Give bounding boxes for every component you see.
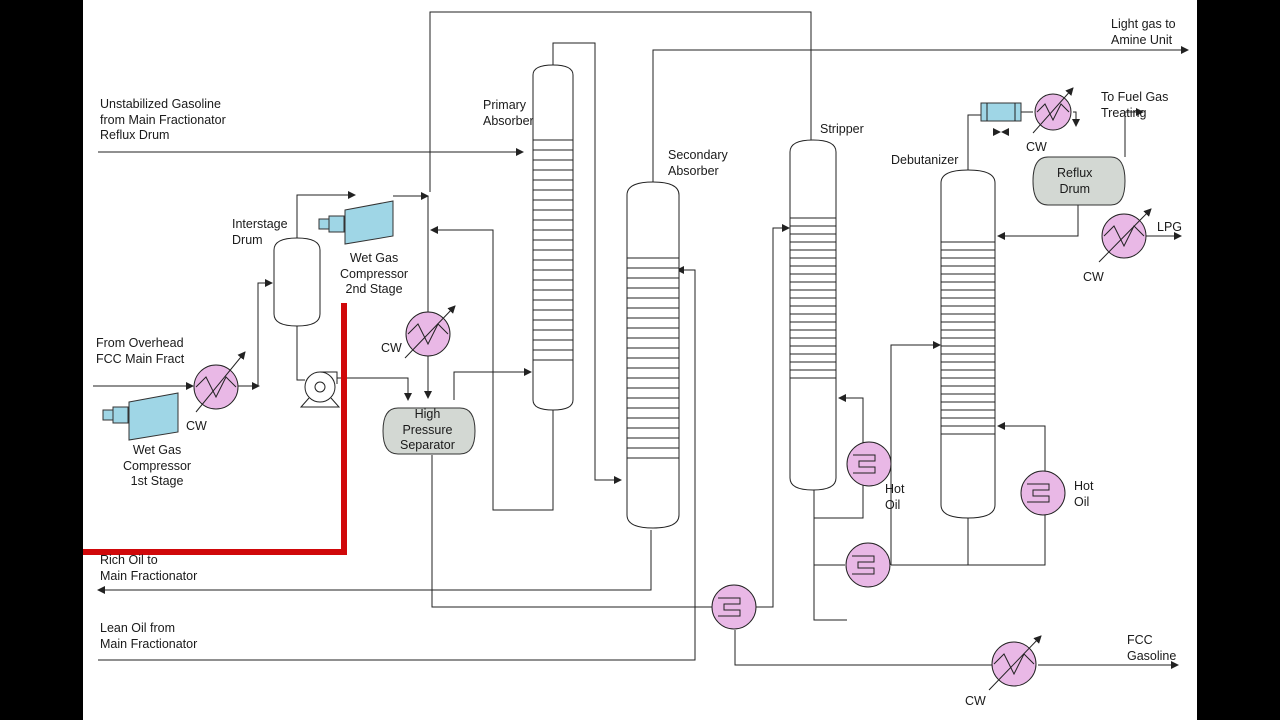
label-compressor-2: Wet Gas Compressor 2nd Stage [340, 251, 409, 296]
secondary-absorber-trays [627, 257, 679, 459]
label-debutanizer: Debutanizer [891, 153, 959, 167]
debutanizer-trays [941, 241, 995, 435]
label-primary-absorber: Primary Absorber [483, 98, 534, 128]
primary-absorber-column [532, 64, 574, 411]
label-fuel-gas: To Fuel Gas Treating [1101, 90, 1169, 120]
label-light-gas: Light gas to Amine Unit [1111, 17, 1176, 47]
wet-gas-compressor-1-icon [102, 392, 179, 441]
label-hot-oil-stripper: Hot Oil [885, 482, 905, 512]
label-cw-overhead: CW [1026, 140, 1047, 154]
pump-icon [299, 371, 341, 408]
label-cw-gasoline: CW [965, 694, 986, 708]
debutanizer-column [940, 169, 996, 519]
label-from-overhead: From Overhead FCC Main Fract [96, 336, 185, 366]
exchanger-lpg-cw-icon [1098, 208, 1152, 263]
exchanger-stripper-reboiler-icon [846, 441, 892, 487]
label-lpg: LPG [1157, 220, 1183, 234]
process-flow-diagram [83, 11, 1189, 691]
label-unstabilized-gasoline: Unstabilized Gasoline from Main Fraction… [100, 97, 226, 142]
interstage-drum-vessel [273, 237, 321, 327]
vessels [273, 64, 1126, 529]
equipment [102, 200, 394, 441]
stripper-column [789, 139, 837, 491]
label-reflux-drum: Reflux Drum [1057, 166, 1093, 196]
exchanger-comp1-icon [193, 351, 246, 413]
label-lean-oil: Lean Oil from Main Fractionator [100, 621, 198, 651]
stripper-trays [790, 217, 836, 379]
label-rich-oil: Rich Oil to Main Fractionator [100, 553, 198, 583]
label-interstage-drum: Interstage Drum [232, 217, 288, 247]
piping [93, 11, 1189, 669]
exchanger-feed-bottoms-icon [845, 542, 891, 588]
reflux-drum-vessel [1032, 156, 1126, 206]
label-cw-compressor-2: CW [381, 341, 402, 355]
label-compressor-1: Wet Gas Compressor 1st Stage [123, 443, 192, 488]
label-hp-separator: High Pressure Separator [400, 407, 455, 452]
label-hot-oil-debutanizer: Hot Oil [1074, 479, 1094, 509]
label-cw-lpg: CW [1083, 270, 1104, 284]
wet-gas-compressor-2-icon [318, 200, 394, 245]
diagram-canvas: Light gas to Amine Unit Unstabilized Gas… [83, 0, 1197, 720]
highlight-bracket [83, 192, 347, 555]
hp-separator-vessel [382, 407, 476, 455]
exchanger-debut-reboiler-icon [1020, 470, 1066, 516]
label-fcc-gasoline: FCC Gasoline [1127, 633, 1177, 663]
label-stripper: Stripper [820, 122, 864, 136]
exchanger-lean-rich-icon [711, 584, 757, 630]
exchanger-overhead-cw-icon [1032, 87, 1074, 134]
primary-absorber-trays [533, 139, 573, 361]
label-secondary-absorber: Secondary Absorber [668, 148, 728, 178]
exchanger-comp2-icon [404, 305, 456, 359]
secondary-absorber-column [626, 181, 680, 529]
air-cooler [980, 102, 1022, 136]
heat-exchangers [193, 87, 1152, 691]
exchanger-gasoline-cw-icon [988, 635, 1042, 691]
label-cw-compressor-1: CW [186, 419, 207, 433]
